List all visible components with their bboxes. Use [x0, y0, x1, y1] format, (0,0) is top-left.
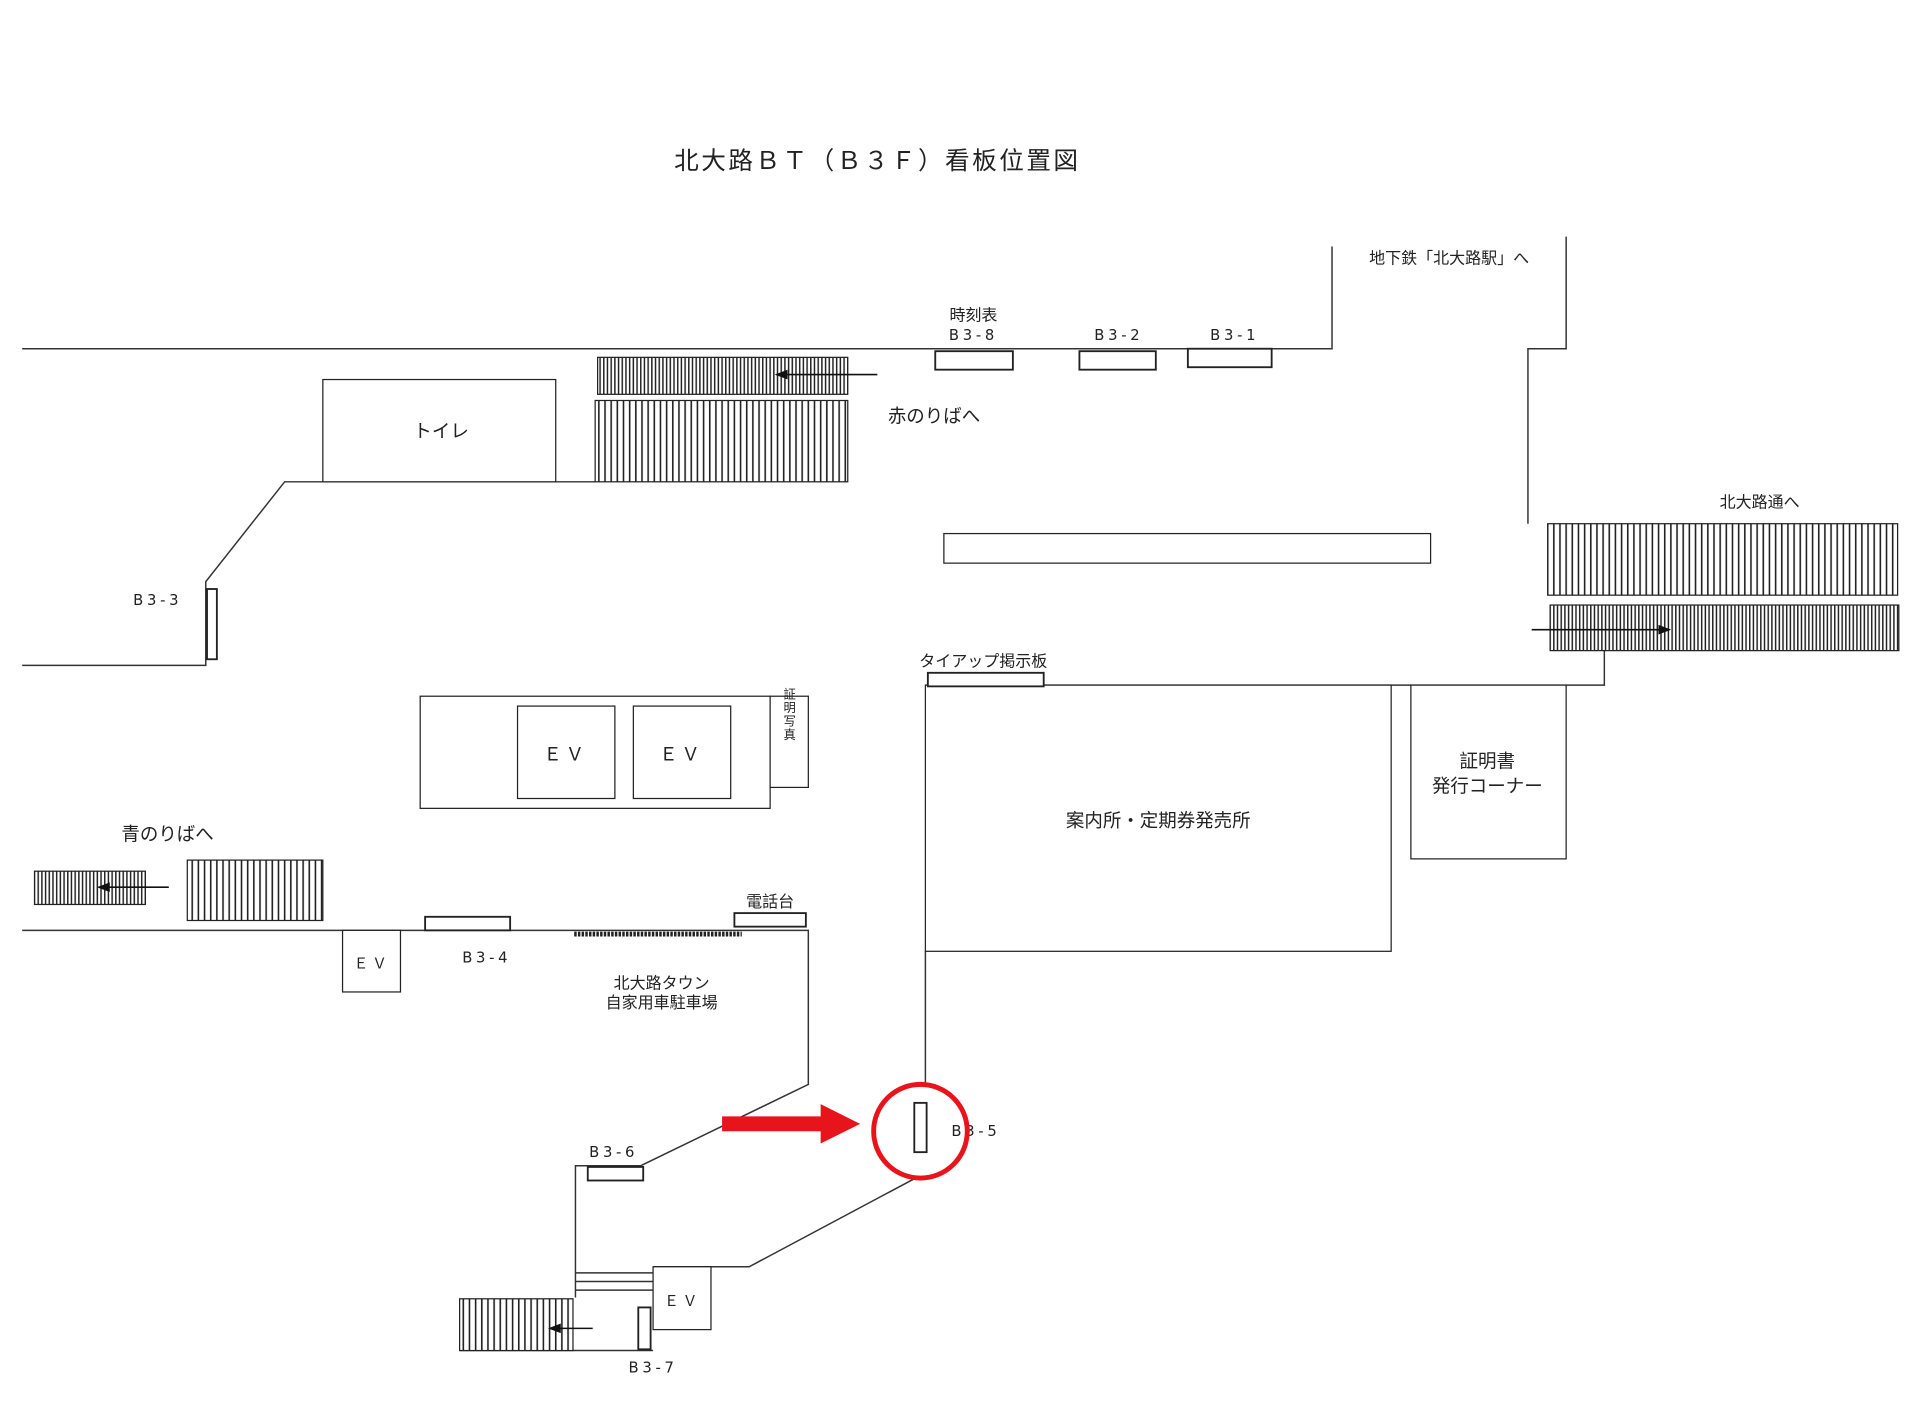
- sign-board: [1186, 347, 1273, 369]
- sign-label: B3-8: [949, 327, 998, 344]
- phone-stand-box: [733, 912, 807, 928]
- sign-board: [424, 915, 512, 932]
- stairs-red: [594, 399, 849, 483]
- page-title: 北大路ＢＴ（Ｂ３Ｆ）看板位置図: [674, 146, 1080, 175]
- stairs-kitaoji-dori: [1547, 523, 1899, 596]
- label-ev: ＥＶ: [664, 1293, 701, 1310]
- stairs-kitaoji-dori-down: [1549, 604, 1900, 652]
- label-timetable: 時刻表: [949, 305, 997, 324]
- phone-stand: 電話台: [733, 892, 807, 928]
- info-center: [924, 684, 1392, 952]
- sign-tieup-board[interactable]: タイアップ掲示板: [919, 652, 1047, 688]
- sign-label: B3-3: [133, 592, 182, 609]
- sign-board: [637, 1306, 652, 1351]
- sign-label: B3-1: [1210, 327, 1259, 344]
- stairs-bottom: [458, 1298, 574, 1352]
- sign-board: [586, 1166, 645, 1182]
- sign-b3-5[interactable]: B3-5: [871, 1081, 1001, 1181]
- label-info-center: 案内所・定期券発売所: [1066, 811, 1251, 832]
- sign-board: [206, 588, 218, 661]
- red-arrow-icon: [722, 1104, 861, 1144]
- label-ev: ＥＶ: [354, 956, 391, 973]
- toilet-room: [322, 378, 557, 483]
- label-parking: 自家用車駐車場: [606, 993, 718, 1012]
- label-certificate-corner: 発行コーナー: [1432, 776, 1543, 797]
- label-toilet: トイレ: [413, 421, 468, 442]
- sign-board: [934, 350, 1014, 371]
- elevator: [632, 705, 732, 800]
- label-parking-town: 北大路タウン: [614, 973, 710, 992]
- sign-b3-8[interactable]: 時刻表 B3-8: [934, 305, 1014, 371]
- sign-label: B3-7: [629, 1360, 678, 1377]
- sign-label: B3-4: [462, 949, 511, 966]
- sign-b3-2[interactable]: B3-2: [1078, 327, 1157, 371]
- stairs-blue: [186, 859, 324, 922]
- sign-label: B3-5: [951, 1123, 1000, 1140]
- elevator: [516, 705, 616, 800]
- certificate-corner: [1410, 684, 1567, 860]
- label-certificate: 証明書: [1460, 752, 1515, 773]
- stairs-red-down: [597, 356, 849, 395]
- label-phone: 電話台: [746, 892, 794, 911]
- sign-b3-6[interactable]: B3-6: [586, 1144, 645, 1182]
- sign-b3-3[interactable]: B3-3: [133, 588, 218, 661]
- sign-label: B3-2: [1094, 327, 1143, 344]
- sign-b3-1[interactable]: B3-1: [1186, 327, 1273, 369]
- label-kitaoji-dori: 北大路通へ: [1720, 493, 1800, 512]
- id-photo-booth: [769, 695, 809, 789]
- bench: [943, 532, 1432, 564]
- sign-board: [913, 1101, 928, 1154]
- sign-board: [926, 671, 1045, 688]
- label-blue-platform: 青のりばへ: [121, 824, 213, 845]
- label-ev: ＥＶ: [659, 744, 703, 765]
- label-id-photo: 証明写真: [782, 687, 796, 741]
- sign-label: B3-6: [589, 1144, 638, 1161]
- sign-b3-4[interactable]: B3-4: [424, 915, 512, 967]
- elevator: [341, 929, 402, 993]
- elevator: [652, 1266, 712, 1331]
- label-subway: 地下鉄「北大路駅」へ: [1369, 249, 1529, 268]
- highlight-circle: [871, 1081, 970, 1181]
- label-tieup-board: タイアップ掲示板: [919, 652, 1047, 671]
- sign-board: [1078, 350, 1157, 371]
- label-red-platform: 赤のりばへ: [888, 407, 980, 428]
- label-ev: ＥＶ: [543, 744, 587, 765]
- sign-b3-7[interactable]: B3-7: [629, 1306, 678, 1377]
